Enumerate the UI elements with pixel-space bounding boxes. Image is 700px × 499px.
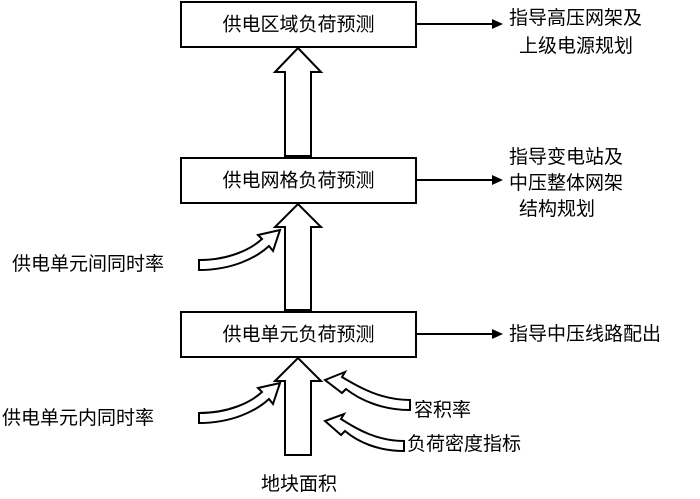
output-arrow-unit-head: [492, 329, 503, 339]
curved-arrow-plot-ratio: [322, 369, 411, 412]
grid-forecast-box: [180, 157, 417, 204]
region-forecast-box: [180, 1, 417, 48]
unit-output-line-1: 指导中压线路配出: [509, 323, 661, 345]
grid-output-line-2: 中压整体网架: [509, 172, 623, 194]
region-output-line-1: 指导高压网架及: [509, 7, 642, 29]
grid-output-line-1: 指导变电站及: [509, 146, 623, 168]
curved-arrow-between-units: [198, 228, 282, 272]
block-arrow-grid-to-region: [272, 46, 324, 157]
region-output-line-2: 上级电源规划: [519, 35, 633, 57]
plot-area-label: 地块面积: [261, 473, 337, 495]
grid-output-line-3: 结构规划: [519, 198, 595, 220]
within-unit-factor-label: 供电单元内同时率: [2, 407, 154, 429]
block-arrow-base-to-unit: [272, 356, 324, 456]
curved-arrow-within-unit: [198, 381, 282, 425]
unit-forecast-label: 供电单元负荷预测: [222, 324, 374, 346]
curved-arrow-density-index: [323, 412, 405, 453]
between-units-factor-label: 供电单元间同时率: [12, 253, 164, 275]
region-forecast-label: 供电区域负荷预测: [222, 14, 374, 36]
block-arrow-unit-to-grid: [272, 202, 324, 311]
density-index-label: 负荷密度指标: [407, 433, 521, 455]
output-arrow-grid-head: [492, 175, 503, 185]
unit-forecast-box: [180, 311, 417, 358]
output-arrow-region-head: [492, 19, 503, 29]
grid-forecast-label: 供电网格负荷预测: [222, 170, 374, 192]
plot-ratio-label: 容积率: [414, 399, 471, 421]
